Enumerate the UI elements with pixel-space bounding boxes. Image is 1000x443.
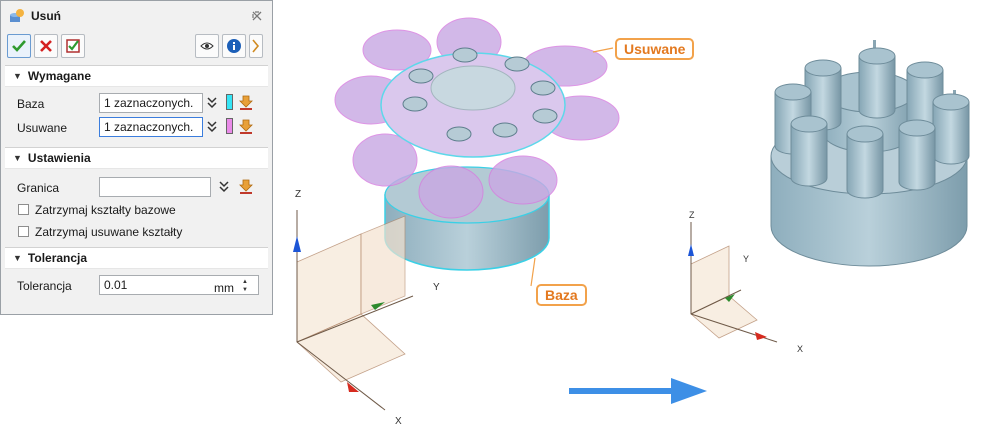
base-color-swatch[interactable] — [226, 94, 233, 110]
check-icon — [12, 40, 26, 52]
right-axis-triad — [688, 222, 778, 343]
tolerance-field[interactable]: 0.01 mm ▲▼ — [99, 275, 259, 295]
section-settings-header[interactable]: ▼ Ustawienia — [5, 147, 268, 169]
base-leader-line — [530, 257, 536, 287]
dialog-toolbar — [1, 31, 272, 61]
section-tolerance-title: Tolerancja — [27, 251, 88, 265]
removed-callout: Usuwane — [615, 38, 695, 60]
pick-icon[interactable] — [239, 95, 253, 111]
left-axis-triad — [293, 210, 414, 411]
more-button[interactable] — [249, 34, 263, 58]
tolerance-value: 0.01 — [104, 278, 128, 292]
keep-base-checkbox[interactable] — [18, 204, 29, 215]
right-axis-z-label: Z — [689, 210, 695, 220]
removed-field[interactable]: 1 zaznaczonych. — [99, 117, 203, 137]
removed-color-swatch[interactable] — [226, 118, 233, 134]
base-callout: Baza — [536, 284, 587, 306]
left-axis-y-label: Y — [433, 282, 440, 293]
pin-holes — [402, 47, 558, 142]
result-arrow — [569, 378, 707, 404]
double-chevron-down-icon[interactable] — [218, 180, 230, 194]
section-tolerance-header[interactable]: ▼ Tolerancja — [5, 247, 268, 269]
collapse-arrow-icon: ▼ — [13, 71, 22, 81]
remove-dialog: Usuń — [0, 0, 273, 315]
keep-base-label: Zatrzymaj kształty bazowe — [35, 203, 176, 217]
section-settings-title: Ustawienia — [27, 151, 91, 165]
dialog-titlebar: Usuń — [1, 1, 272, 31]
tolerance-unit: mm — [214, 281, 234, 295]
base-row: Baza 1 zaznaczonych. — [5, 91, 268, 115]
base-label: Baza — [17, 97, 45, 111]
apply-button[interactable] — [61, 34, 85, 58]
apply-icon — [66, 39, 80, 53]
removed-shape[interactable] — [334, 17, 620, 219]
pick-icon[interactable] — [239, 119, 253, 135]
more-icon — [252, 39, 260, 53]
keep-removed-checkbox[interactable] — [18, 226, 29, 237]
section-required-title: Wymagane — [27, 69, 92, 83]
section-required-header[interactable]: ▼ Wymagane — [5, 65, 268, 87]
removed-leader-line — [592, 47, 614, 53]
eye-icon — [200, 42, 214, 50]
double-chevron-down-icon[interactable] — [206, 120, 218, 134]
right-axis-x-label: X — [797, 344, 803, 354]
remove-tool-icon — [10, 9, 24, 22]
viewport-canvas: Z Y X Z Y X — [293, 17, 970, 427]
pick-icon[interactable] — [239, 179, 253, 195]
pin-icon[interactable] — [250, 9, 264, 23]
result-pins — [774, 47, 970, 199]
collapse-arrow-icon: ▼ — [13, 153, 22, 163]
boundary-field[interactable] — [99, 177, 211, 197]
preview-button[interactable] — [195, 34, 219, 58]
info-button[interactable] — [222, 34, 246, 58]
ok-button[interactable] — [7, 34, 31, 58]
collapse-arrow-icon: ▼ — [13, 253, 22, 263]
boundary-label: Granica — [17, 181, 60, 195]
double-chevron-down-icon[interactable] — [206, 96, 218, 110]
right-axis-y-label: Y — [743, 254, 749, 264]
close-icon — [40, 40, 52, 52]
keep-removed-row: Zatrzymaj usuwane kształty — [5, 221, 268, 243]
tolerance-label: Tolerancja — [17, 279, 72, 293]
info-icon — [227, 39, 241, 53]
tolerance-row: Tolerancja 0.01 mm ▲▼ — [5, 273, 268, 297]
removed-row: Usuwane 1 zaznaczonych. — [5, 115, 268, 139]
keep-removed-label: Zatrzymaj usuwane kształty — [35, 225, 183, 239]
keep-base-row: Zatrzymaj kształty bazowe — [5, 199, 268, 221]
left-axis-z-label: Z — [295, 189, 301, 200]
3d-viewport[interactable]: Z Y X Z Y X — [273, 0, 1000, 440]
base-field[interactable]: 1 zaznaczonych. — [99, 93, 203, 113]
boundary-row: Granica — [5, 175, 268, 199]
dialog-title: Usuń — [31, 9, 61, 23]
cancel-button[interactable] — [34, 34, 58, 58]
left-axis-x-label: X — [395, 416, 402, 427]
tolerance-spinner[interactable]: ▲▼ — [242, 279, 248, 293]
removed-label: Usuwane — [17, 121, 68, 135]
